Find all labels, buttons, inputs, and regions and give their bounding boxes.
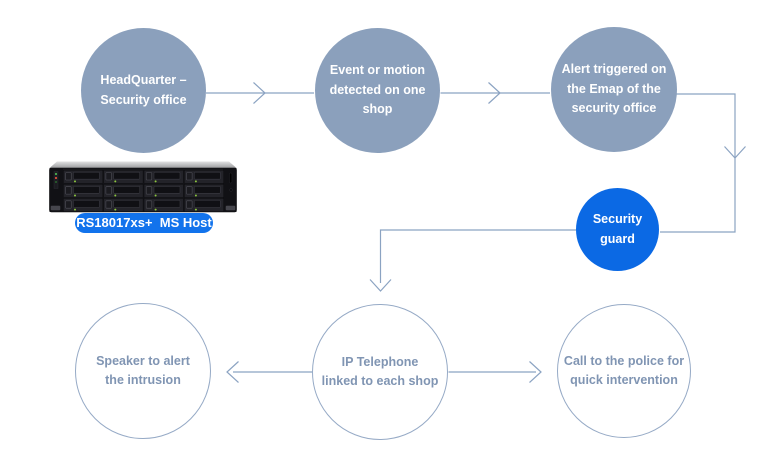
node-label: Alert triggered on the Emap of the secur… <box>561 62 667 116</box>
server-usb-slot <box>229 172 233 184</box>
node-label: IP Telephone linked to each shop <box>321 355 439 388</box>
node-call-police: Call to the police for quick interventio… <box>557 304 691 438</box>
drive-tray <box>63 169 104 184</box>
drive-tray <box>63 198 104 212</box>
drive-tray <box>63 184 104 198</box>
drive-tray <box>184 169 224 184</box>
node-label: HeadQuarter – Security office <box>100 73 187 107</box>
node-label: Event or motion detected on one shop <box>329 63 426 117</box>
server-left-ear <box>49 168 63 212</box>
drive-tray <box>184 198 224 212</box>
arrow-right-icon <box>488 82 501 104</box>
server-top-surface <box>49 161 237 168</box>
server-drive-bays <box>63 169 224 212</box>
node-label: Speaker to alert the intrusion <box>96 354 190 387</box>
server-label-badge: RS18017xs+ MS Host <box>75 213 213 233</box>
server-led-strip <box>53 171 59 189</box>
server-latch-left <box>50 205 61 211</box>
drive-tray <box>103 198 144 212</box>
node-event-detected: Event or motion detected on one shop <box>315 28 440 153</box>
drive-tray <box>143 184 184 198</box>
drive-tray <box>103 184 144 198</box>
rack-server-image <box>49 161 237 213</box>
arrow-left-icon <box>226 361 239 383</box>
status-led-green <box>54 172 58 176</box>
drive-tray <box>184 184 224 198</box>
node-headquarter: HeadQuarter – Security office <box>81 28 206 153</box>
arrow-down-icon <box>369 279 392 292</box>
node-alert-emap: Alert triggered on the Emap of the secur… <box>551 27 677 152</box>
drive-tray <box>143 169 184 184</box>
status-led-red <box>54 176 58 180</box>
arrow-right-icon <box>253 82 266 104</box>
server-latch-right <box>225 205 236 211</box>
node-ip-telephone: IP Telephone linked to each shop <box>312 304 448 440</box>
node-speaker: Speaker to alert the intrusion <box>75 303 211 439</box>
node-label: Call to the police for quick interventio… <box>563 354 685 387</box>
node-label: Security guard <box>592 212 643 246</box>
drive-tray <box>103 169 144 184</box>
connector-guard-to-telephone <box>379 229 576 283</box>
node-security-guard: Security guard <box>576 188 659 271</box>
arrow-right-icon <box>529 361 542 383</box>
arrow-down-icon <box>724 146 746 159</box>
drive-tray <box>143 198 184 212</box>
status-led-dim <box>55 181 57 183</box>
server-power-button <box>229 188 233 192</box>
